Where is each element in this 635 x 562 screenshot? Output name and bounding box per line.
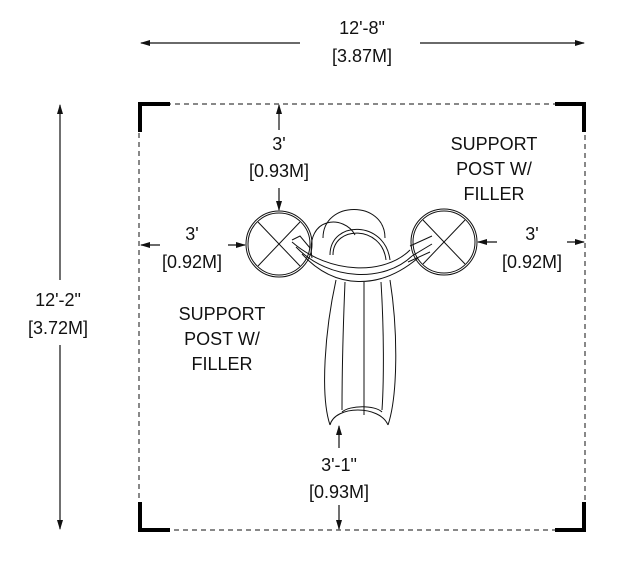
- overall-width-imperial: 12'-8": [339, 18, 385, 38]
- svg-text:FILLER: FILLER: [463, 184, 524, 204]
- right-clearance-metric: [0.92M]: [502, 252, 562, 272]
- support-post-right: [410, 208, 478, 276]
- support-post-label-left: SUPPORT POST W/ FILLER: [179, 304, 266, 374]
- left-clearance-dimension: 3' [0.92M]: [140, 224, 246, 272]
- bottom-clearance-imperial: 3'-1": [321, 455, 357, 475]
- slide: [291, 209, 433, 426]
- overall-depth-dimension: 12'-2" [3.72M]: [28, 104, 88, 530]
- svg-text:POST W/: POST W/: [184, 329, 260, 349]
- svg-text:SUPPORT: SUPPORT: [451, 134, 538, 154]
- svg-text:SUPPORT: SUPPORT: [179, 304, 266, 324]
- bottom-clearance-dimension: 3'-1" [0.93M]: [309, 425, 369, 530]
- overall-depth-imperial: 12'-2": [35, 290, 81, 310]
- left-clearance-imperial: 3': [185, 224, 198, 244]
- right-clearance-imperial: 3': [525, 224, 538, 244]
- support-post-left: [245, 210, 313, 278]
- svg-text:POST W/: POST W/: [456, 159, 532, 179]
- top-clearance-imperial: 3': [272, 134, 285, 154]
- bottom-clearance-metric: [0.93M]: [309, 482, 369, 502]
- top-clearance-metric: [0.93M]: [249, 161, 309, 181]
- support-post-label-right: SUPPORT POST W/ FILLER: [451, 134, 538, 204]
- use-zone-boundary: [138, 103, 586, 531]
- overall-width-metric: [3.87M]: [332, 46, 392, 66]
- overall-width-dimension: 12'-8" [3.87M]: [140, 18, 585, 66]
- right-clearance-dimension: 3' [0.92M]: [477, 224, 585, 272]
- corner-brackets: [138, 102, 586, 532]
- top-clearance-dimension: 3' [0.93M]: [249, 104, 309, 211]
- svg-text:FILLER: FILLER: [191, 354, 252, 374]
- overall-depth-metric: [3.72M]: [28, 318, 88, 338]
- left-clearance-metric: [0.92M]: [162, 252, 222, 272]
